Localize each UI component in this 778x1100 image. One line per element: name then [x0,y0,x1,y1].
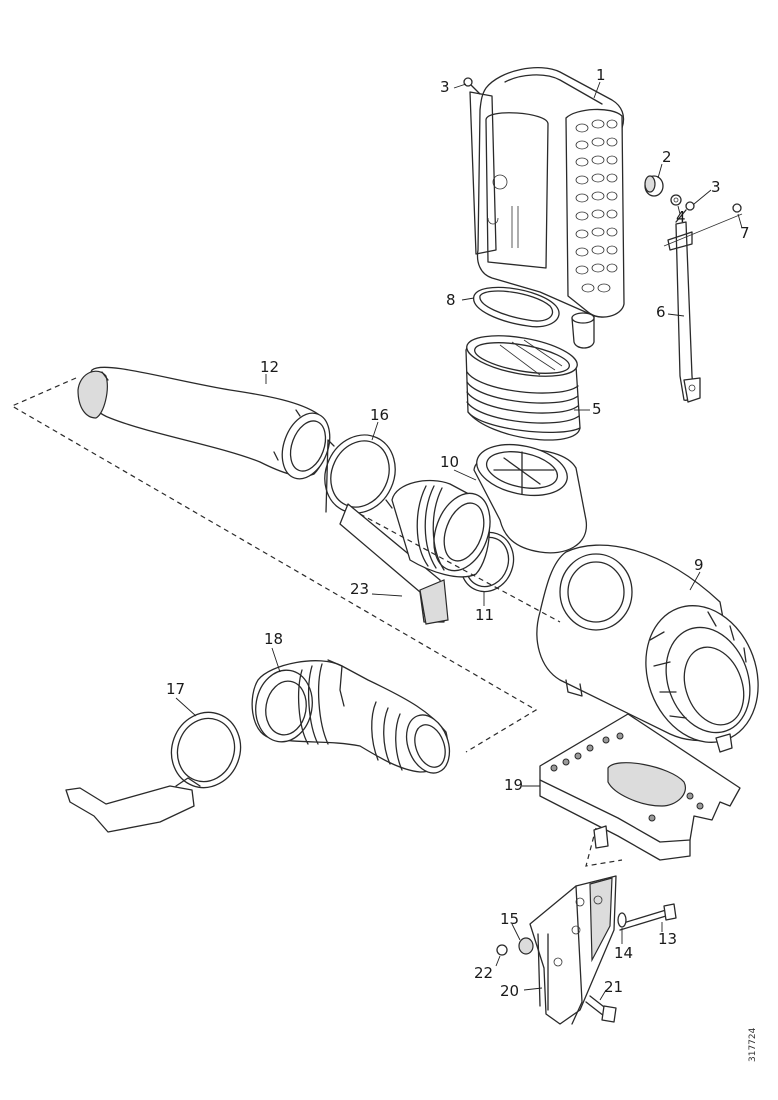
callout-18: 18 [264,630,284,648]
part-2-bush [644,175,664,197]
callout-13: 13 [658,930,678,948]
part-1-intake-housing [469,66,625,349]
part-22-nut [496,944,508,956]
part-23-support-bracket [339,503,449,625]
document-id-stamp: 317724 [748,1027,758,1062]
callout-6: 6 [656,303,666,321]
callout-12: 12 [260,358,280,376]
callout-8: 8 [446,291,456,309]
callout-3-top: 3 [440,78,450,96]
callout-23: 23 [350,580,370,598]
callout-21: 21 [604,978,624,996]
callout-4: 4 [676,208,686,226]
callout-11: 11 [475,606,495,624]
callout-10: 10 [440,453,460,471]
callout-16: 16 [370,406,390,424]
part-21-bolt [585,995,617,1023]
part-18-elbow-hose [251,659,451,774]
part-19-mounting-plate [539,713,741,861]
part-7-screw [732,203,742,213]
part-14-washer [617,912,627,928]
part-16-clamp-with-bracket [324,434,396,514]
callout-5: 5 [592,400,602,418]
callout-leader-lines [175,81,743,1001]
callout-20: 20 [500,982,520,1000]
part-4-washer [670,194,682,206]
callout-19: 19 [504,776,524,794]
callout-14: 14 [614,944,634,962]
part-3-screw-right [675,201,695,223]
callout-9: 9 [694,556,704,574]
callout-15: 15 [500,910,520,928]
callout-1: 1 [596,66,606,84]
callout-2: 2 [662,148,672,166]
part-13-bolt [619,903,677,931]
part-5-corrugated-hose [465,335,581,441]
part-9-air-cleaner-body [536,544,759,753]
part-10-coupling-hose [391,479,491,578]
part-8-gasket-ring [473,286,560,328]
callout-17: 17 [166,680,186,698]
part-12-inlet-pipe [77,366,331,480]
part-17-clamp-with-bracket [65,711,242,833]
part-20-bracket [529,875,617,1025]
part-10-outlet-elbow [473,444,587,554]
part-6-support-strap [663,213,743,403]
callout-3-right: 3 [711,178,721,196]
part-15-spacer [518,937,534,955]
callout-22: 22 [474,964,494,982]
callout-7: 7 [740,224,750,242]
part-3-screw-top [463,77,481,95]
